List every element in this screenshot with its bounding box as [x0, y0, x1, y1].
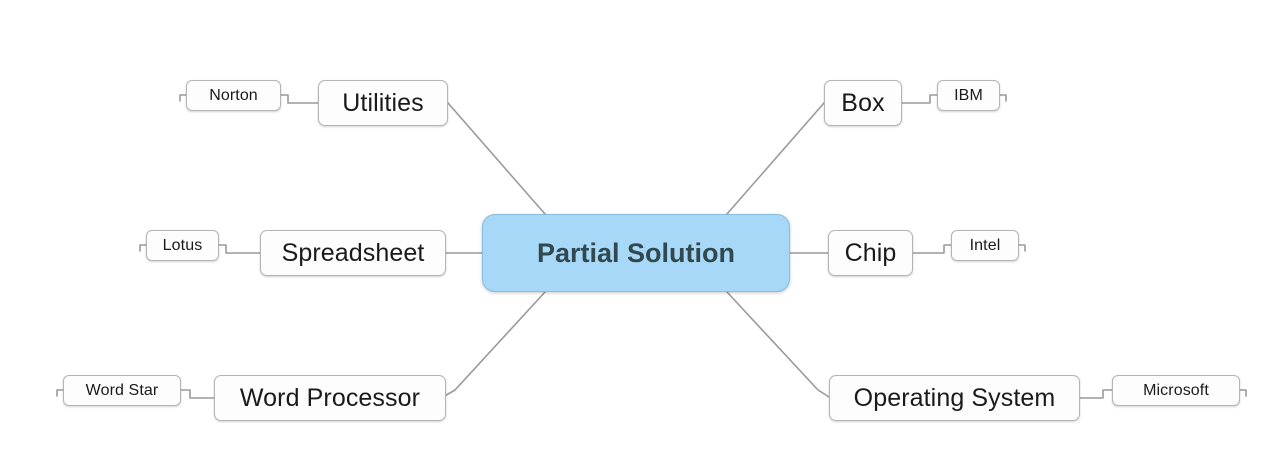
leaf-node-microsoft[interactable]: Microsoft [1112, 375, 1240, 406]
branch-node-label: Spreadsheet [281, 238, 425, 267]
branch-node-word-processor[interactable]: Word Processor [214, 375, 446, 421]
connector-wordstar-word-processor [180, 389, 215, 399]
branch-node-label: Operating System [853, 383, 1056, 412]
connector-root-utilities [447, 102, 546, 215]
root-node-label: Partial Solution [536, 237, 736, 268]
branch-node-operating-system[interactable]: Operating System [829, 375, 1080, 421]
connector-lotus-spreadsheet [218, 244, 261, 254]
connector-root-word-processor [442, 291, 546, 398]
leaf-node-label: Norton [209, 86, 258, 104]
leaf-node-label: Intel [969, 236, 1001, 254]
branch-node-label: Word Processor [239, 383, 421, 412]
leaf-node-ibm[interactable]: IBM [937, 80, 1000, 111]
connector-root-operating-system [726, 291, 830, 398]
leaf-node-norton[interactable]: Norton [186, 80, 281, 111]
connector-norton-utilities [280, 94, 319, 104]
leaf-node-intel[interactable]: Intel [951, 230, 1019, 261]
branch-node-utilities[interactable]: Utilities [318, 80, 448, 126]
branch-node-label: Chip [844, 238, 897, 267]
connector-box-ibm [901, 94, 938, 104]
leaf-node-lotus[interactable]: Lotus [146, 230, 219, 261]
connector-ibm-stub-right [999, 94, 1007, 102]
leaf-node-label: Microsoft [1143, 381, 1209, 399]
branch-node-spreadsheet[interactable]: Spreadsheet [260, 230, 446, 276]
connector-operating-system-microsoft [1079, 389, 1113, 399]
leaf-node-word-star[interactable]: Word Star [63, 375, 181, 406]
leaf-node-label: Word Star [85, 381, 159, 399]
branch-node-chip[interactable]: Chip [828, 230, 913, 276]
branch-node-label: Utilities [342, 88, 424, 117]
connector-chip-intel [912, 244, 952, 254]
branch-node-box[interactable]: Box [824, 80, 902, 126]
root-node-partial-solution[interactable]: Partial Solution [482, 214, 790, 292]
leaf-node-label: Lotus [162, 236, 203, 254]
connector-intel-stub-right [1018, 244, 1026, 252]
leaf-node-label: IBM [954, 86, 983, 104]
connector-root-box [726, 102, 825, 215]
branch-node-label: Box [841, 88, 885, 117]
connector-microsoft-stub-right [1239, 389, 1247, 397]
